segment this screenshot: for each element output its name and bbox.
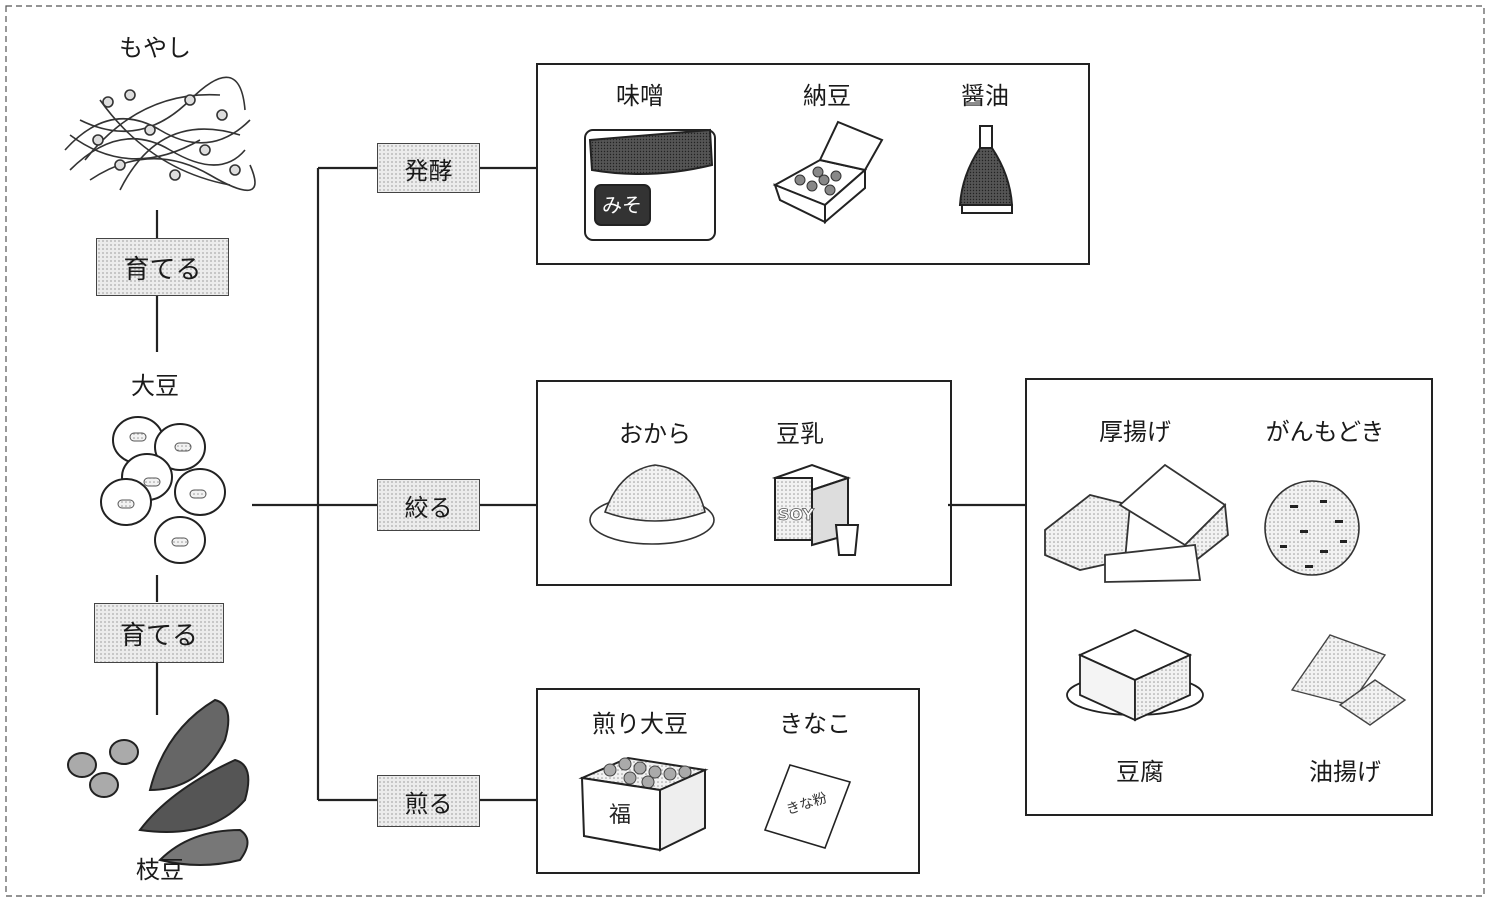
roasted-products-box (536, 688, 920, 874)
label-atsuage: 厚揚げ (1099, 418, 1171, 446)
grow-label-sprout: 育てる (96, 238, 229, 296)
label-okara: おから (619, 420, 691, 448)
connector-lines (155, 166, 1025, 802)
squeezed-products-box (536, 380, 952, 586)
soy-milk-package-text: SOY (778, 505, 815, 524)
process-squeeze: 絞る (377, 479, 480, 531)
soybeans-illustration (100, 416, 226, 564)
soy-milk-products-box (1025, 378, 1433, 816)
process-roast: 煎る (377, 775, 480, 827)
label-soy-milk: 豆乳 (776, 420, 824, 448)
natto-illustration (772, 120, 884, 225)
label-sprout: もやし (119, 34, 191, 62)
ganmodoki-illustration (1264, 480, 1360, 576)
label-aburaage: 油揚げ (1309, 758, 1381, 786)
label-miso: 味噌 (616, 82, 664, 110)
tofu-illustration (1066, 629, 1204, 722)
okara-illustration (589, 464, 715, 545)
label-kinako: きなこ (779, 710, 851, 738)
fermented-products-box (536, 63, 1090, 265)
miso-illustration: みそ (584, 128, 716, 241)
soy-sauce-illustration (958, 125, 1014, 214)
aburaage-illustration (1290, 634, 1407, 726)
miso-package-text: みそ (602, 193, 642, 217)
label-edamame: 枝豆 (136, 856, 184, 884)
atsuage-illustration (1044, 463, 1229, 583)
kinako-illustration: きな粉 (763, 764, 852, 849)
label-soy-sauce: 醤油 (961, 82, 1009, 110)
outer-frame (5, 5, 1485, 897)
label-roasted-soybeans: 煎り大豆 (592, 710, 688, 738)
label-tofu: 豆腐 (1116, 758, 1164, 786)
label-natto: 納豆 (803, 82, 851, 110)
bean-sprouts-illustration (64, 76, 256, 191)
masu-box-text: 福 (609, 803, 631, 828)
label-ganmodoki: がんもどき (1265, 418, 1385, 446)
process-ferment: 発酵 (377, 143, 480, 193)
soy-milk-illustration: SOY (771, 463, 860, 556)
edamame-illustration (67, 698, 250, 866)
roasted-soybeans-illustration: 福 (578, 756, 709, 852)
grow-label-edamame: 育てる (94, 603, 224, 663)
label-soybean: 大豆 (131, 372, 179, 400)
